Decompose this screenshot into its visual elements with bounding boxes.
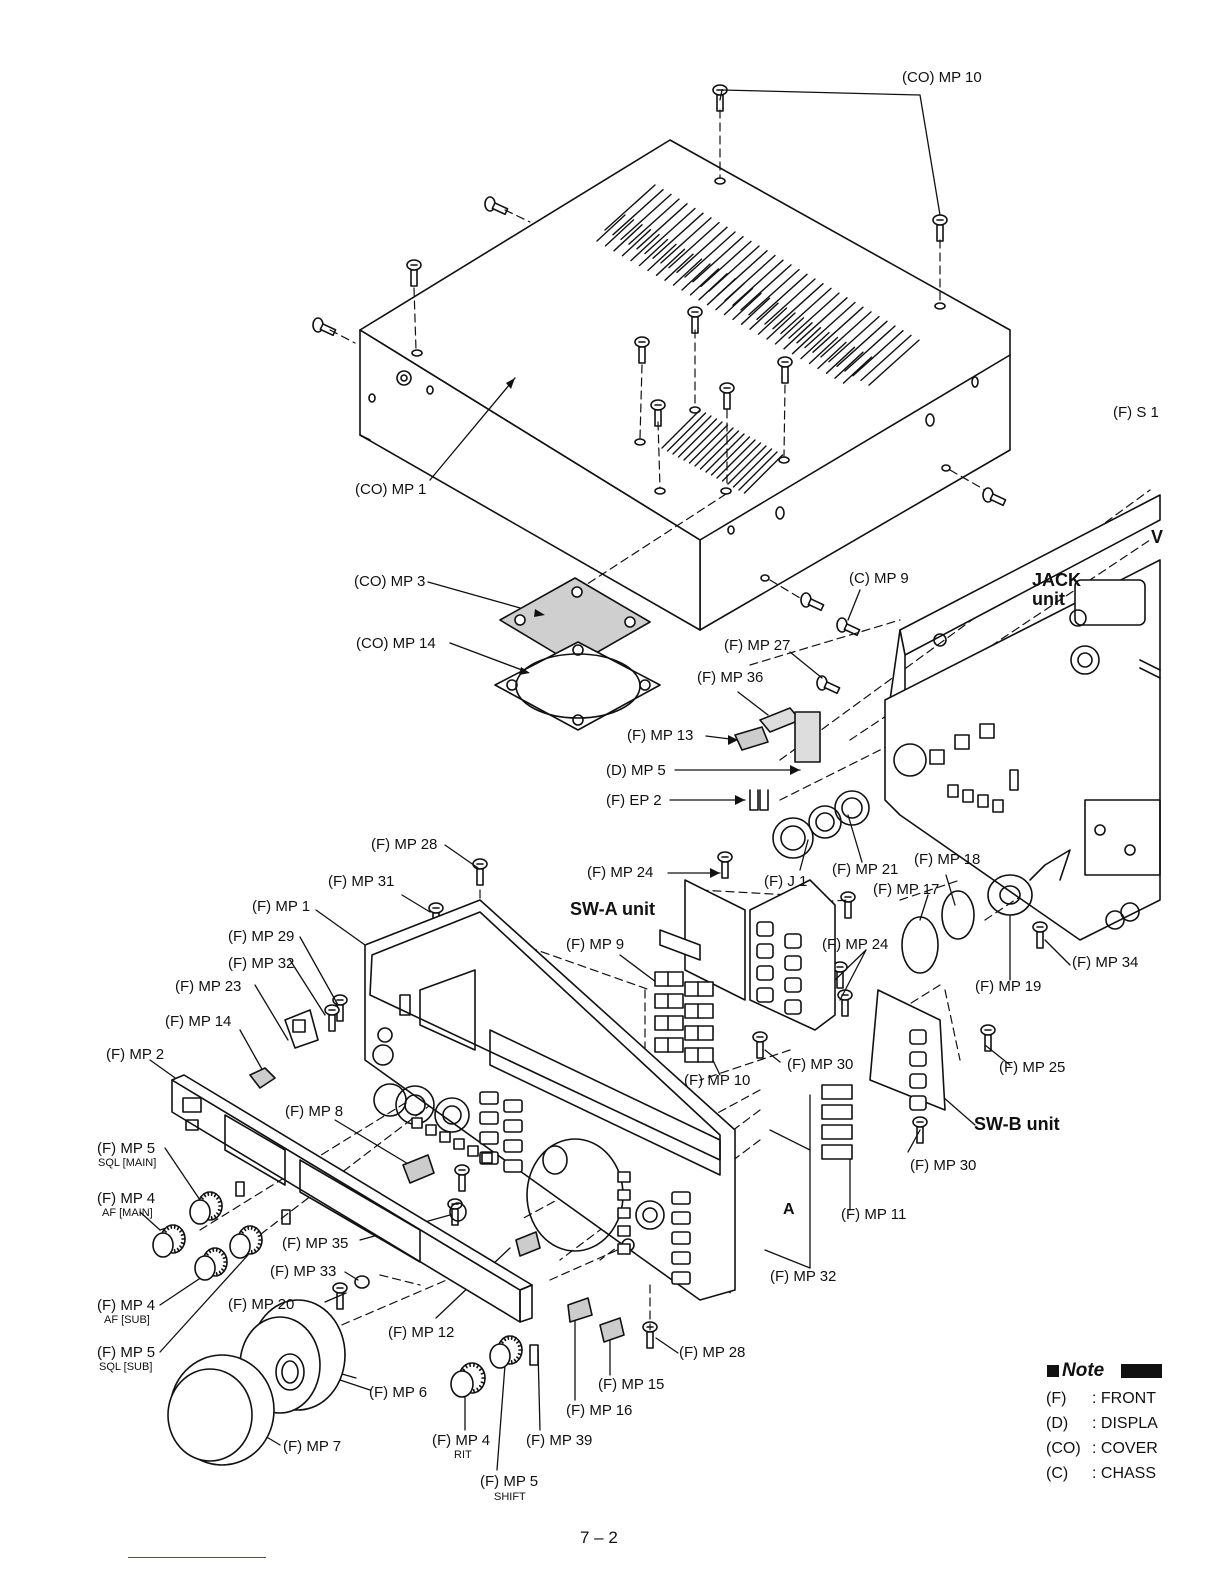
label-f-mp28-bottom: (F) MP 28: [679, 1344, 746, 1361]
note-title: Note: [1062, 1360, 1105, 1381]
note-row-desc: : CHASS: [1092, 1465, 1157, 1482]
callout-leaders: [139, 89, 1071, 1471]
arrow-heads: [506, 378, 800, 878]
switch-bracket: [734, 707, 821, 811]
label-f-mp6: (F) MP 6: [369, 1384, 428, 1401]
front-panel-buttons: [411, 1091, 691, 1285]
label-f-j1: (F) J 1: [764, 873, 808, 890]
label-f-mp25: (F) MP 25: [999, 1059, 1066, 1076]
footer-rule: [128, 1557, 266, 1558]
label-f-mp39: (F) MP 39: [526, 1432, 593, 1449]
label-f-mp27: (F) MP 27: [724, 637, 791, 654]
label-f-mp36: (F) MP 36: [697, 669, 764, 686]
label-sw-a-unit: SW-A unit: [570, 899, 655, 919]
label-f-s1: (F) S 1: [1113, 404, 1159, 421]
knobs: [152, 1191, 523, 1466]
label-f-mp21: (F) MP 21: [832, 861, 899, 878]
page-number: 7 – 2: [580, 1528, 618, 1547]
label-f-mp29: (F) MP 29: [228, 928, 295, 945]
label-f-mp20: (F) MP 20: [228, 1296, 295, 1313]
label-marker-a: A: [783, 1201, 795, 1218]
note-row-code: (C): [1046, 1465, 1069, 1482]
note-row-code: (F): [1046, 1390, 1067, 1407]
label-c-mp9: (C) MP 9: [849, 570, 909, 587]
label-f-mp24-right: (F) MP 24: [822, 936, 889, 953]
note-row-code: (D): [1046, 1415, 1069, 1432]
label-f-mp31: (F) MP 31: [328, 873, 395, 890]
label-f-mp35: (F) MP 35: [282, 1235, 349, 1252]
label-f-mp4-rit: (F) MP 4: [432, 1432, 491, 1449]
label-f-mp17: (F) MP 17: [873, 881, 940, 898]
sw-a-switches: [654, 921, 802, 1063]
sublabel-rit: RIT: [454, 1449, 472, 1461]
label-f-mp28-top: (F) MP 28: [371, 836, 438, 853]
label-f-mp7: (F) MP 7: [283, 1438, 342, 1455]
label-f-mp4-af-main: (F) MP 4: [97, 1190, 156, 1207]
label-f-mp14: (F) MP 14: [165, 1013, 232, 1030]
sw-b-board: [869, 989, 946, 1111]
note-row-desc: : DISPLA: [1092, 1415, 1158, 1432]
label-f-mp5-sql-sub: (F) MP 5: [97, 1344, 156, 1361]
label-f-mp5-shift: (F) MP 5: [480, 1473, 539, 1490]
label-f-mp30-a: (F) MP 30: [787, 1056, 854, 1073]
note-row-desc: : FRONT: [1092, 1390, 1156, 1407]
sublabel-sql-sub: SQL [SUB]: [99, 1361, 153, 1373]
label-f-mp30-b: (F) MP 30: [910, 1157, 977, 1174]
jack-rings: [772, 790, 870, 859]
label-f-mp33: (F) MP 33: [270, 1263, 337, 1280]
dial-ring-mp7: [167, 1354, 275, 1466]
label-f-mp4-af-sub: (F) MP 4: [97, 1297, 156, 1314]
vent-slots: [596, 184, 920, 494]
label-f-mp23: (F) MP 23: [175, 978, 242, 995]
label-f-mp11: (F) MP 11: [841, 1206, 907, 1223]
label-f-mp8: (F) MP 8: [285, 1103, 344, 1120]
sublabel-sql-main: SQL [MAIN]: [98, 1157, 157, 1169]
label-f-mp10: (F) MP 10: [684, 1072, 751, 1089]
sublabel-shift: SHIFT: [494, 1491, 526, 1503]
label-f-mp32-right: (F) MP 32: [770, 1268, 837, 1285]
label-co-mp3: (CO) MP 3: [354, 573, 426, 590]
label-co-mp10: (CO) MP 10: [902, 69, 982, 86]
label-jack-unit-line1: JACK: [1032, 570, 1082, 590]
label-jack-unit-line2: unit: [1032, 589, 1065, 609]
small-parts: [235, 1009, 625, 1366]
sw-b-switches: [821, 1029, 927, 1160]
label-f-mp32-left: (F) MP 32: [228, 955, 295, 972]
label-f-mp19: (F) MP 19: [975, 978, 1042, 995]
sublabel-af-main: AF [MAIN]: [102, 1207, 153, 1219]
chassis-frame: [884, 494, 1161, 941]
note-bar-icon: [1121, 1364, 1162, 1378]
label-d-mp5: (D) MP 5: [606, 762, 666, 779]
top-cover-case: [359, 139, 1011, 631]
label-f-mp13: (F) MP 13: [627, 727, 694, 744]
label-f-ep2: (F) EP 2: [606, 792, 662, 809]
speaker-gasket-mp14: [494, 641, 661, 731]
label-v-cut: V: [1151, 527, 1164, 547]
label-f-mp1: (F) MP 1: [252, 898, 311, 915]
sublabel-af-sub: AF [SUB]: [104, 1314, 150, 1326]
note-row-code: (CO): [1046, 1440, 1081, 1457]
note-bullet-icon: [1047, 1365, 1059, 1377]
label-f-mp9: (F) MP 9: [566, 936, 625, 953]
label-f-mp18: (F) MP 18: [914, 851, 981, 868]
label-f-mp24-top: (F) MP 24: [587, 864, 654, 881]
label-co-mp14: (CO) MP 14: [356, 635, 436, 652]
label-f-mp16: (F) MP 16: [566, 1402, 633, 1419]
label-f-mp15: (F) MP 15: [598, 1376, 665, 1393]
encoder-washers: [901, 849, 1140, 974]
label-f-mp2: (F) MP 2: [106, 1046, 165, 1063]
label-f-mp34: (F) MP 34: [1072, 954, 1139, 971]
cover-screws: [312, 84, 1048, 1349]
label-f-mp12: (F) MP 12: [388, 1324, 455, 1341]
label-f-mp5-sql-main: (F) MP 5: [97, 1140, 156, 1157]
note-row-desc: : COVER: [1092, 1440, 1158, 1457]
label-co-mp1: (CO) MP 1: [355, 481, 427, 498]
front-escutcheon-mp2: [171, 1074, 533, 1323]
label-sw-b-unit: SW-B unit: [974, 1114, 1060, 1134]
